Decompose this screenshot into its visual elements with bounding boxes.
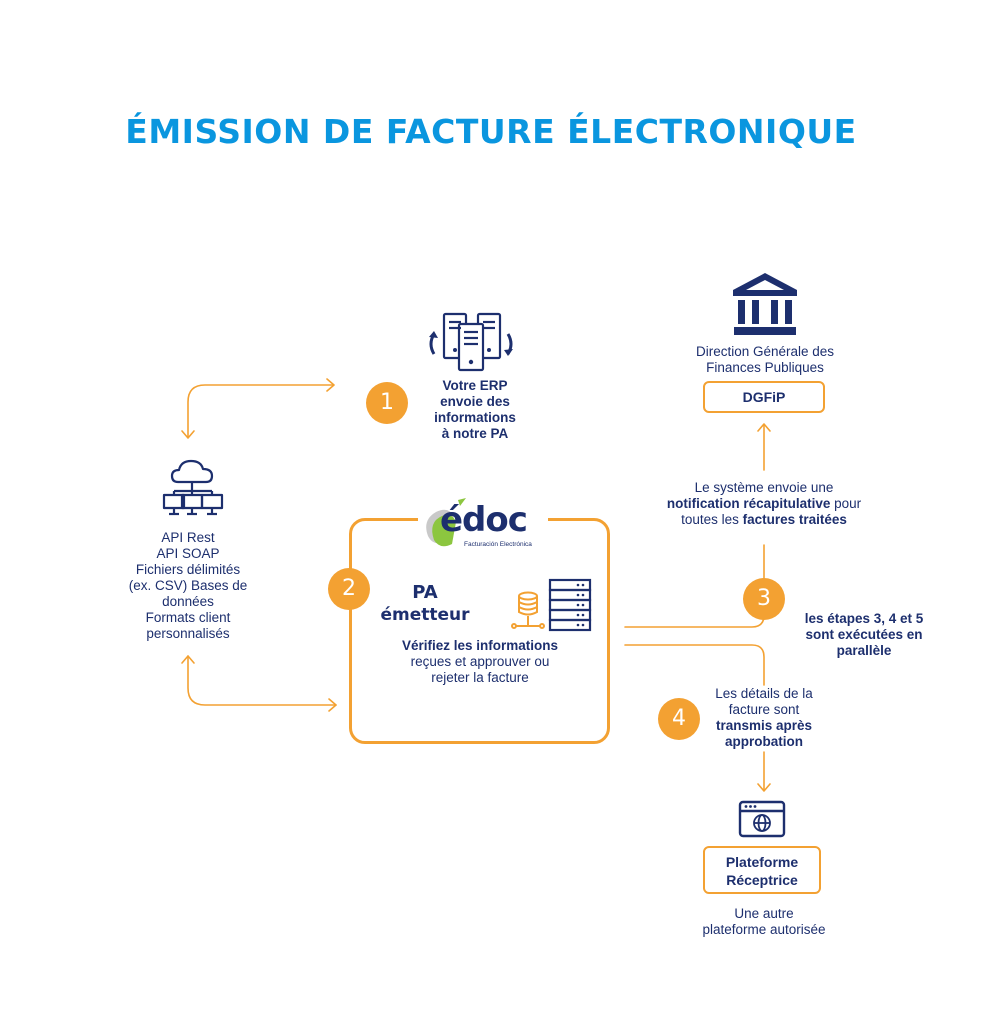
source-item: API Rest — [161, 530, 215, 545]
database-server-icon — [508, 574, 594, 634]
browser-globe-icon — [738, 800, 786, 838]
step-4-badge: 4 — [658, 698, 700, 740]
arrow-sources-to-pa — [187, 655, 337, 706]
arrowhead-to-erp — [326, 378, 335, 392]
pa-desc-line: Vérifiez les informations — [401, 638, 559, 653]
source-item: (ex. CSV) Bases de — [128, 578, 248, 593]
step4-line: transmis après — [715, 718, 813, 733]
step3-text: pour — [830, 496, 862, 511]
receiver-desc-line: Une autre — [734, 906, 794, 921]
source-item: données — [162, 594, 214, 609]
step-2-badge: 2 — [328, 568, 370, 610]
step3-description: Le système envoie une notification récap… — [640, 480, 888, 528]
dgfip-box: DGFiP — [703, 381, 825, 413]
dgfip-description: Direction Générale des Finances Publique… — [680, 344, 850, 376]
step-1-badge: 1 — [366, 382, 408, 424]
line-pa-to-step4 — [624, 644, 765, 686]
sources-list: API Rest API SOAP Fichiers délimités (ex… — [103, 530, 273, 642]
step3-text: toutes les — [681, 512, 743, 527]
pa-heading: PA émetteur — [370, 582, 480, 626]
step3-bold: factures traitées — [742, 512, 847, 527]
arrowhead-to-receiver — [757, 783, 771, 792]
erp-line: à notre PA — [441, 426, 509, 441]
step4-line: approbation — [725, 734, 803, 749]
step4-line: Les détails de la — [715, 686, 813, 701]
logo-subtitle: Facturación Electrónica — [464, 541, 532, 548]
pa-desc-line: reçues et approuver ou — [410, 654, 550, 669]
source-item: Fichiers délimités — [135, 562, 241, 577]
source-item: personnalisés — [146, 626, 230, 641]
erp-line: envoie des — [440, 394, 510, 409]
parallel-note-line: sont exécutées en — [805, 627, 923, 642]
parallel-note: les étapes 3, 4 et 5 sont exécutées en p… — [798, 611, 930, 659]
source-item: API SOAP — [156, 546, 220, 561]
line-pa-to-step3 — [624, 544, 765, 628]
erp-line: informations — [434, 410, 516, 425]
step4-line: facture sont — [728, 702, 800, 717]
receiver-description: Une autre plateforme autorisée — [680, 906, 848, 938]
parallel-note-line: les étapes 3, 4 et 5 — [804, 611, 924, 626]
cloud-network-icon — [160, 458, 226, 520]
step4-description: Les détails de la facture sont transmis … — [700, 686, 828, 750]
server-sync-icon — [420, 310, 520, 372]
erp-description: Votre ERP envoie des informations à notr… — [420, 378, 530, 442]
government-building-icon — [730, 270, 800, 338]
dgfip-desc-line: Direction Générale des — [695, 344, 835, 359]
pa-desc-line: rejeter la facture — [431, 670, 529, 685]
step3-bold: notification récapitulative — [666, 496, 831, 511]
arrowhead-to-pa — [328, 698, 337, 712]
receiver-box-line: Réceptrice — [726, 872, 798, 888]
receiver-box: Plateforme Réceptrice — [703, 846, 821, 894]
pa-heading-line: PA — [412, 582, 438, 603]
receiver-desc-line: plateforme autorisée — [702, 922, 826, 937]
pa-description: Vérifiez les informations reçues et appr… — [385, 638, 575, 686]
step-3-badge: 3 — [743, 578, 785, 620]
page-title: ÉMISSION DE FACTURE ÉLECTRONIQUE — [125, 112, 857, 151]
arrowhead-to-dgfip — [757, 423, 771, 432]
parallel-note-line: parallèle — [836, 643, 892, 658]
source-item: Formats client — [145, 610, 231, 625]
edoc-logo: édoc Facturación Electrónica — [418, 496, 548, 554]
receiver-box-line: Plateforme — [725, 854, 799, 870]
arrowhead-to-sources — [181, 430, 195, 439]
erp-line: Votre ERP — [442, 378, 508, 393]
arrowhead-up-sources — [181, 655, 195, 664]
step3-line: Le système envoie une — [694, 480, 834, 495]
pa-heading-line: émetteur — [380, 605, 470, 625]
dgfip-desc-line: Finances Publiques — [706, 360, 824, 375]
arrow-erp-to-sources — [187, 384, 334, 438]
logo-text: édoc — [440, 500, 528, 540]
